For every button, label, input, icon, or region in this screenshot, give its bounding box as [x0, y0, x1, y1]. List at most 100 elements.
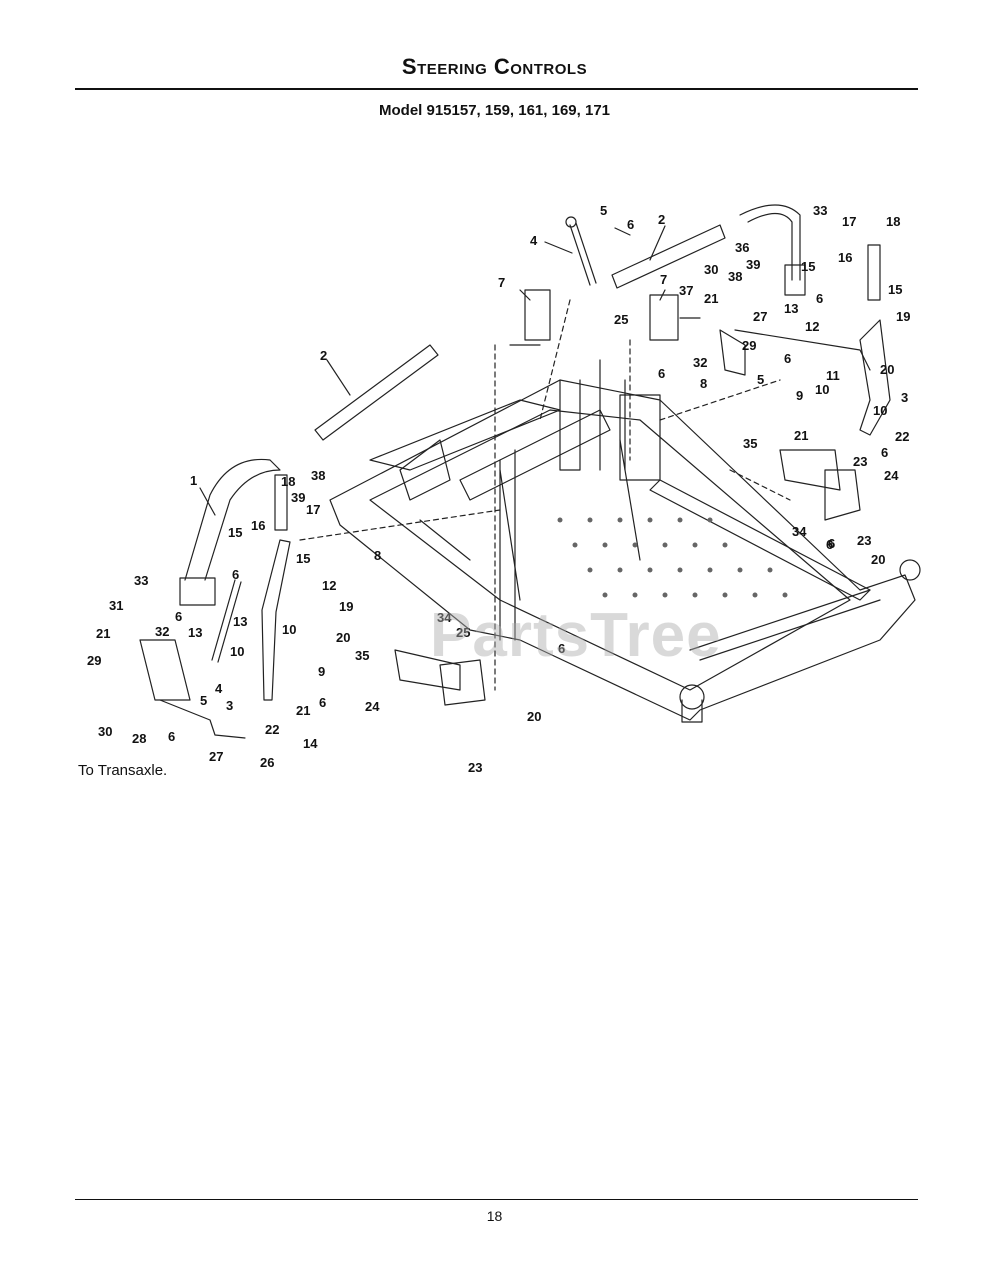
callout: 18	[281, 474, 295, 489]
callout: 6	[558, 641, 565, 656]
callout: 39	[291, 490, 305, 505]
callout: 15	[296, 551, 310, 566]
callout: 30	[704, 262, 718, 277]
callout: 2	[320, 348, 327, 363]
callout: 30	[98, 724, 112, 739]
callout: 23	[468, 760, 482, 775]
callout: 6	[627, 217, 634, 232]
tube-left	[314, 344, 439, 441]
left-lap-bar	[184, 458, 281, 581]
callout: 12	[805, 319, 819, 334]
callout: 1	[190, 473, 197, 488]
callout: 38	[728, 269, 742, 284]
callout: 16	[838, 250, 852, 265]
callout: 38	[311, 468, 325, 483]
callout: 6	[826, 537, 833, 552]
callout: 26	[260, 755, 274, 770]
callout: 6	[175, 609, 182, 624]
callout: 17	[842, 214, 856, 229]
callout: 13	[233, 614, 247, 629]
callout: 6	[816, 291, 823, 306]
callout: 17	[306, 502, 320, 517]
callout: 21	[794, 428, 808, 443]
damper-left	[211, 579, 242, 663]
callout: 22	[265, 722, 279, 737]
callout: 2	[658, 212, 665, 227]
callout: 12	[322, 578, 336, 593]
callout: 23	[857, 533, 871, 548]
deck-holes	[557, 517, 788, 598]
callout: 18	[886, 214, 900, 229]
callout: 6	[168, 729, 175, 744]
right-lap-bar	[739, 204, 801, 281]
callout: 20	[880, 362, 894, 377]
callout: 6	[658, 366, 665, 381]
callout: 15	[228, 525, 242, 540]
callout: 33	[813, 203, 827, 218]
callout: 20	[336, 630, 350, 645]
callout: 9	[318, 664, 325, 679]
page-number: 18	[486, 1208, 503, 1224]
callout: 13	[784, 301, 798, 316]
callout: 6	[784, 351, 791, 366]
callout: 31	[109, 598, 123, 613]
callout: 3	[901, 390, 908, 405]
callout: 34	[792, 524, 807, 539]
callout: 33	[134, 573, 148, 588]
title-rule	[75, 88, 918, 90]
callout: 10	[873, 403, 887, 418]
callout: 4	[215, 681, 223, 696]
callout: 32	[155, 624, 169, 639]
callout: 3	[226, 698, 233, 713]
callout: 20	[527, 709, 541, 724]
callout: 9	[796, 388, 803, 403]
callout: 36	[735, 240, 749, 255]
page-title: Steering Controls	[401, 54, 588, 79]
callout: 5	[600, 203, 607, 218]
callout: 6	[319, 695, 326, 710]
callout: 28	[132, 731, 146, 746]
callout: 8	[374, 548, 381, 563]
callout: 35	[355, 648, 369, 663]
callout: 21	[96, 626, 110, 641]
transaxle-note: To Transaxle.	[78, 762, 168, 779]
callout: 5	[757, 372, 764, 387]
model-subtitle: Model 915157, 159, 161, 169, 171	[379, 102, 610, 119]
callout: 34	[437, 610, 452, 625]
callout: 16	[251, 518, 265, 533]
callout: 8	[700, 376, 707, 391]
callout: 15	[801, 259, 815, 274]
callout: 6	[828, 536, 835, 551]
callout: 15	[888, 282, 902, 297]
callout: 21	[704, 291, 718, 306]
callout: 29	[87, 653, 101, 668]
callout: 14	[303, 736, 318, 751]
callout: 22	[895, 429, 909, 444]
callout: 19	[896, 309, 910, 324]
callout: 20	[871, 552, 885, 567]
callout: 24	[884, 468, 899, 483]
callout: 7	[498, 275, 505, 290]
callout: 32	[693, 355, 707, 370]
callout: 24	[365, 699, 380, 714]
callout: 23	[853, 454, 867, 469]
callout: 13	[188, 625, 202, 640]
callout: 25	[614, 312, 628, 327]
callout: 27	[209, 749, 223, 764]
callout: 29	[742, 338, 756, 353]
footer-rule	[75, 1199, 918, 1200]
callout: 6	[881, 445, 888, 460]
callout: 11	[826, 368, 840, 383]
callout: 10	[230, 644, 244, 659]
callout: 10	[815, 382, 829, 397]
callout: 39	[746, 257, 760, 272]
callout: 21	[296, 703, 310, 718]
callout: 27	[753, 309, 767, 324]
callout: 7	[660, 272, 667, 287]
callout: 37	[679, 283, 693, 298]
watermark: PartsTree	[430, 601, 722, 670]
callout: 6	[232, 567, 239, 582]
tube-top	[611, 224, 726, 289]
callout: 4	[530, 233, 538, 248]
